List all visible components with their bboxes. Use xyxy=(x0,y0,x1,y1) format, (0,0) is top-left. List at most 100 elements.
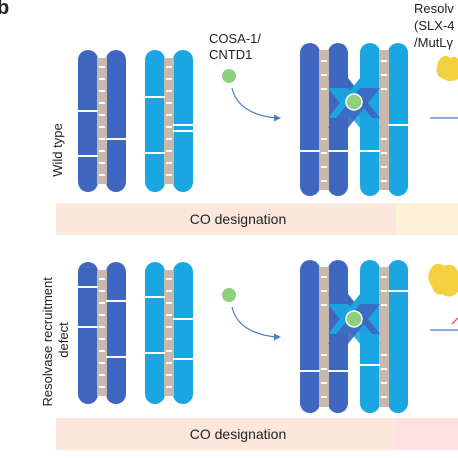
sc-stripe xyxy=(99,78,105,80)
sc-stripe xyxy=(381,152,387,154)
chromosome-right xyxy=(106,262,126,404)
homolog-pair-light xyxy=(145,262,193,404)
sc-stripe xyxy=(166,278,172,280)
sc-stripe xyxy=(99,362,105,364)
sc-stripe xyxy=(99,102,105,104)
synaptonemal-complex xyxy=(164,58,174,184)
co-designation-label: CO designation xyxy=(190,426,287,442)
sc-stripe xyxy=(166,326,172,328)
resolvase-complex xyxy=(436,55,458,81)
sc-stripe xyxy=(321,276,327,278)
arrowhead xyxy=(274,333,281,341)
chromosome-band xyxy=(300,150,320,152)
block-mark-icon xyxy=(451,317,458,325)
synaptonemal-complex xyxy=(164,270,174,396)
sc-stripe xyxy=(99,126,105,128)
chromosome xyxy=(388,43,408,196)
sc-stripe xyxy=(381,354,387,356)
sc-stripe xyxy=(166,138,172,140)
chromosome-band xyxy=(360,364,380,366)
sc-stripe xyxy=(99,374,105,376)
chromosome-left xyxy=(78,262,98,404)
sc-stripe xyxy=(321,368,327,370)
sc-stripe xyxy=(166,126,172,128)
chromosome xyxy=(300,260,320,413)
sc-stripe xyxy=(166,90,172,92)
co-designation-label: CO designation xyxy=(190,211,287,227)
sc-stripe xyxy=(166,386,172,388)
row-label-resolvase-defect: Resolvase recruitment defect xyxy=(40,274,71,407)
sc-stripe xyxy=(99,302,105,304)
sc-stripe xyxy=(99,326,105,328)
sc-stripe xyxy=(321,74,327,76)
synaptonemal-complex xyxy=(97,58,107,184)
co-designation-bar xyxy=(56,418,396,450)
chromosome-band xyxy=(78,326,98,328)
sc-stripe xyxy=(99,338,105,340)
crossover-structure xyxy=(300,43,408,196)
row-resolvase-defect: Resolvase recruitment defect xyxy=(40,260,458,450)
sc-stripe xyxy=(166,362,172,364)
chromosome-band xyxy=(106,138,126,140)
chromosome-band xyxy=(173,124,193,126)
chromosome-left xyxy=(145,50,165,192)
sc-stripe xyxy=(321,396,327,398)
sc-stripe xyxy=(99,162,105,164)
synaptonemal-complex xyxy=(319,50,329,190)
chromosome-band xyxy=(173,358,193,360)
chromosome-right xyxy=(106,50,126,192)
sc-stripe xyxy=(166,66,172,68)
sc-stripe xyxy=(381,304,387,306)
synaptonemal-complex xyxy=(379,267,389,407)
sc-stripe xyxy=(321,304,327,306)
chromosome-band xyxy=(388,124,408,126)
chromosome-band xyxy=(106,356,126,358)
sc-stripe xyxy=(381,74,387,76)
resolution-bar xyxy=(396,203,458,235)
sc-stripe xyxy=(381,166,387,168)
chromosome xyxy=(388,260,408,413)
chromosome-right xyxy=(173,262,193,404)
chromosome-band xyxy=(78,155,98,157)
chromosome-band xyxy=(145,96,165,98)
chromosome-band xyxy=(173,318,193,320)
chromosome-band xyxy=(145,352,165,354)
cosa1-focus xyxy=(222,288,236,302)
sc-stripe xyxy=(166,338,172,340)
sc-stripe xyxy=(166,162,172,164)
chromosome xyxy=(300,43,320,196)
sc-stripe xyxy=(321,180,327,182)
chromosome-band xyxy=(360,150,380,152)
sc-stripe xyxy=(166,302,172,304)
sc-stripe xyxy=(99,314,105,316)
sc-stripe xyxy=(321,290,327,292)
chromosome-band xyxy=(145,296,165,298)
chromosome-band xyxy=(78,110,98,112)
sc-stripe xyxy=(99,386,105,388)
sc-stripe xyxy=(381,276,387,278)
cosa1-label: COSA-1/ CNTD1 xyxy=(209,31,265,62)
sc-stripe xyxy=(381,180,387,182)
sc-stripe xyxy=(99,290,105,292)
sc-stripe xyxy=(381,290,387,292)
sc-stripe xyxy=(166,174,172,176)
chromosome-right xyxy=(173,50,193,192)
synaptonemal-complex xyxy=(319,267,329,407)
chromosome-left xyxy=(145,262,165,404)
chromosome-band xyxy=(78,286,98,288)
sc-stripe xyxy=(381,396,387,398)
chromosome-band xyxy=(106,300,126,302)
cosa1-focus-bound xyxy=(345,93,363,111)
sc-stripe xyxy=(381,88,387,90)
sc-stripe xyxy=(99,114,105,116)
resolvase-complex xyxy=(428,263,458,297)
chromosome-band xyxy=(328,370,348,372)
chromosome-band xyxy=(145,152,165,154)
sc-stripe xyxy=(166,114,172,116)
cosa1-focus xyxy=(222,69,236,83)
sc-stripe xyxy=(99,150,105,152)
sc-stripe xyxy=(166,150,172,152)
resolvase-label: Resolv (SLX-4 /MutLγ xyxy=(414,1,458,50)
chromosome-left xyxy=(78,50,98,192)
cosa1-focus-bound xyxy=(345,310,363,328)
